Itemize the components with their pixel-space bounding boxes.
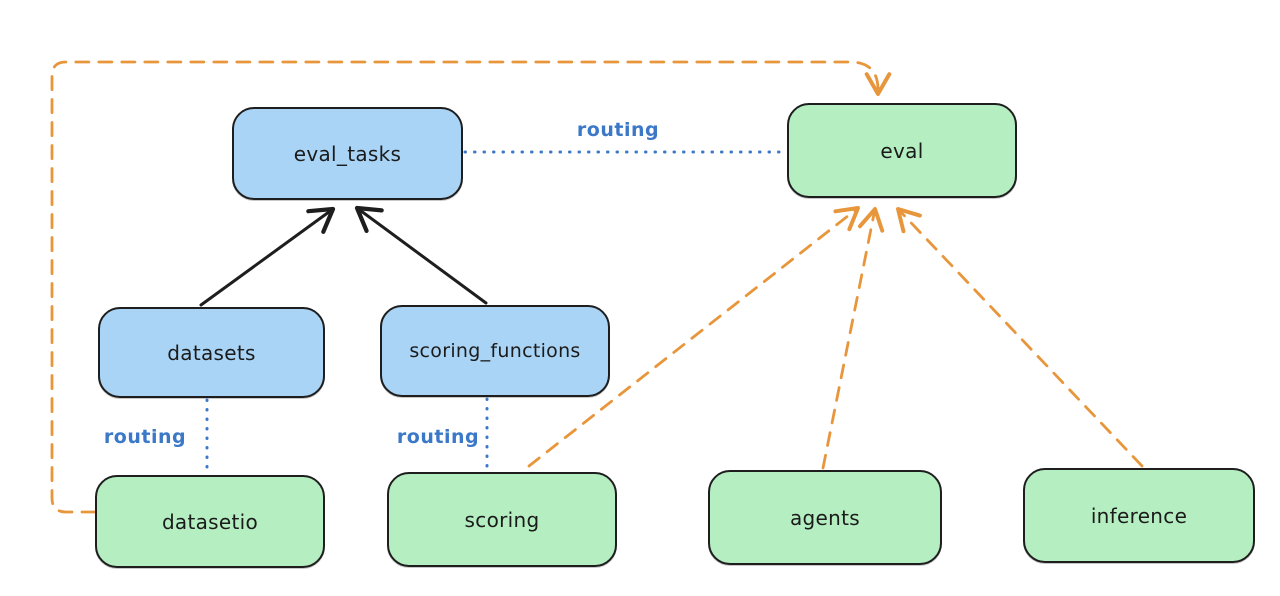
edge-label-routing-datasetio: routing — [103, 426, 187, 448]
edge-scoring-to-eval-arrow — [527, 206, 860, 468]
edge-datasetio-to-eval-loop-arrow — [50, 60, 892, 514]
node-label: scoring — [464, 507, 540, 532]
node-label: scoring_functions — [409, 340, 581, 362]
node-datasetio: datasetio — [95, 475, 325, 568]
node-label: datasetio — [161, 509, 259, 534]
edge-inference-to-eval-arrow — [896, 207, 1144, 468]
node-label: datasets — [167, 340, 256, 365]
node-scoring-functions: scoring_functions — [380, 305, 610, 397]
node-scoring: scoring — [387, 472, 617, 567]
edge-scoring-functions-to-eval-tasks-arrow — [354, 205, 488, 305]
node-inference: inference — [1023, 468, 1255, 563]
node-label: inference — [1090, 503, 1188, 528]
node-label: agents — [790, 505, 860, 530]
node-datasets: datasets — [98, 307, 325, 398]
edge-label-routing-scoring: routing — [396, 426, 480, 448]
node-agents: agents — [708, 470, 942, 565]
edge-agents-to-eval-arrow — [821, 207, 885, 470]
node-label: eval — [880, 138, 924, 163]
node-eval: eval — [787, 103, 1017, 198]
edge-datasets-to-eval-tasks-arrow — [199, 206, 336, 307]
node-eval-tasks: eval_tasks — [232, 107, 463, 200]
node-label: eval_tasks — [293, 141, 402, 166]
edge-label-routing-top: routing — [576, 119, 660, 141]
